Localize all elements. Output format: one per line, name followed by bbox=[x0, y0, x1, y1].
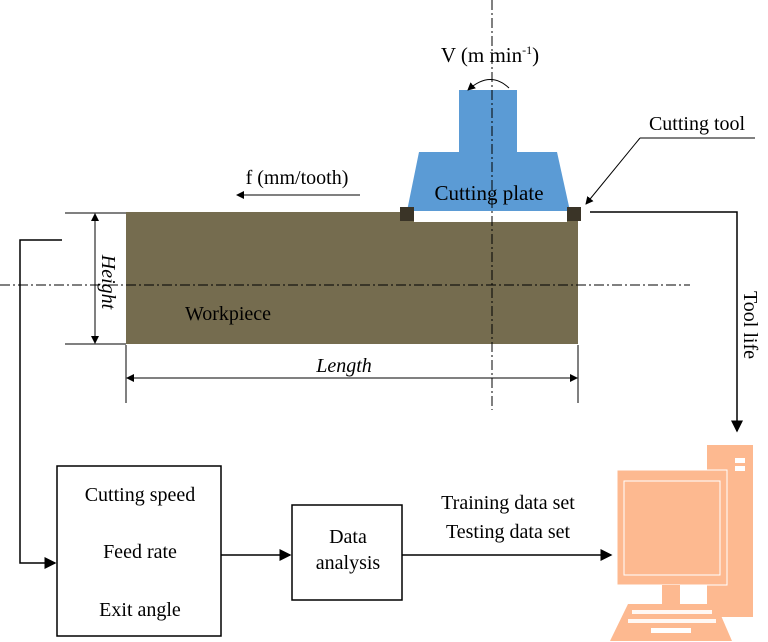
computer-icon bbox=[610, 445, 753, 641]
cutting-tool-label: Cutting tool bbox=[649, 113, 746, 135]
feed-label: f (mm/tooth) bbox=[246, 167, 349, 189]
parameter-connector bbox=[19, 239, 62, 569]
insert-left bbox=[400, 207, 414, 221]
workpiece-label: Workpiece bbox=[185, 303, 271, 325]
milling-tool bbox=[400, 90, 581, 222]
length-label: Length bbox=[315, 355, 372, 377]
cutting-plate-label: Cutting plate bbox=[434, 181, 543, 205]
input-exit-angle: Exit angle bbox=[99, 599, 181, 621]
input-feed-rate: Feed rate bbox=[103, 541, 177, 563]
analysis-line2: analysis bbox=[316, 552, 381, 574]
inputs-box bbox=[56, 465, 222, 637]
rotation-arrow bbox=[467, 79, 510, 91]
height-label: Height bbox=[97, 254, 119, 310]
data-analysis-box bbox=[291, 504, 403, 601]
tool-life-label: Tool life bbox=[739, 291, 761, 359]
analysis-line1: Data bbox=[329, 526, 367, 548]
insert-right bbox=[567, 207, 581, 221]
input-cutting-speed: Cutting speed bbox=[85, 484, 196, 506]
training-data-label: Training data set bbox=[441, 492, 575, 514]
workpiece bbox=[126, 212, 578, 344]
speed-label: V (m min-1) bbox=[441, 43, 539, 67]
cutting-tool-pointer bbox=[585, 137, 641, 205]
testing-data-label: Testing data set bbox=[446, 521, 571, 543]
tool-life-connector bbox=[590, 211, 743, 433]
